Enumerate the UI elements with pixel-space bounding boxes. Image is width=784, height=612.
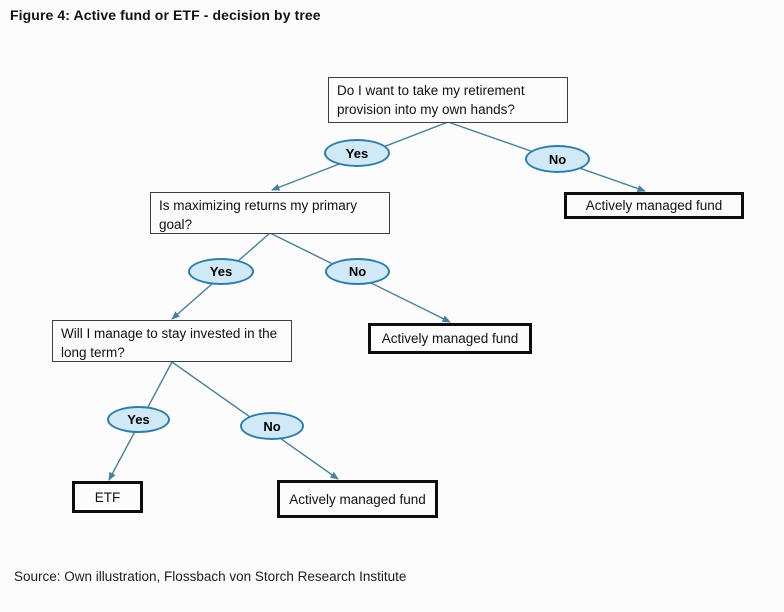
branch-label-no-level1: No xyxy=(525,145,590,173)
branch-label-yes-level3: Yes xyxy=(107,406,170,433)
outcome-box-actively-managed-fund-1: Actively managed fund xyxy=(564,192,744,219)
branch-label-no-level2: No xyxy=(325,258,390,285)
branch-label-yes-level1: Yes xyxy=(324,139,390,167)
question-box-retirement: Do I want to take my retirement provisio… xyxy=(328,77,568,123)
source-caption: Source: Own illustration, Flossbach von … xyxy=(14,569,407,584)
outcome-box-actively-managed-fund-2: Actively managed fund xyxy=(368,323,532,354)
branch-label-no-level3: No xyxy=(240,412,304,440)
outcome-box-actively-managed-fund-3: Actively managed fund xyxy=(277,480,438,518)
figure-title: Figure 4: Active fund or ETF - decision … xyxy=(10,7,321,23)
branch-label-yes-level2: Yes xyxy=(188,258,254,285)
outcome-box-etf: ETF xyxy=(72,481,143,513)
question-box-maximizing-returns: Is maximizing returns my primary goal? xyxy=(150,192,390,234)
question-box-stay-invested: Will I manage to stay invested in the lo… xyxy=(52,320,292,362)
